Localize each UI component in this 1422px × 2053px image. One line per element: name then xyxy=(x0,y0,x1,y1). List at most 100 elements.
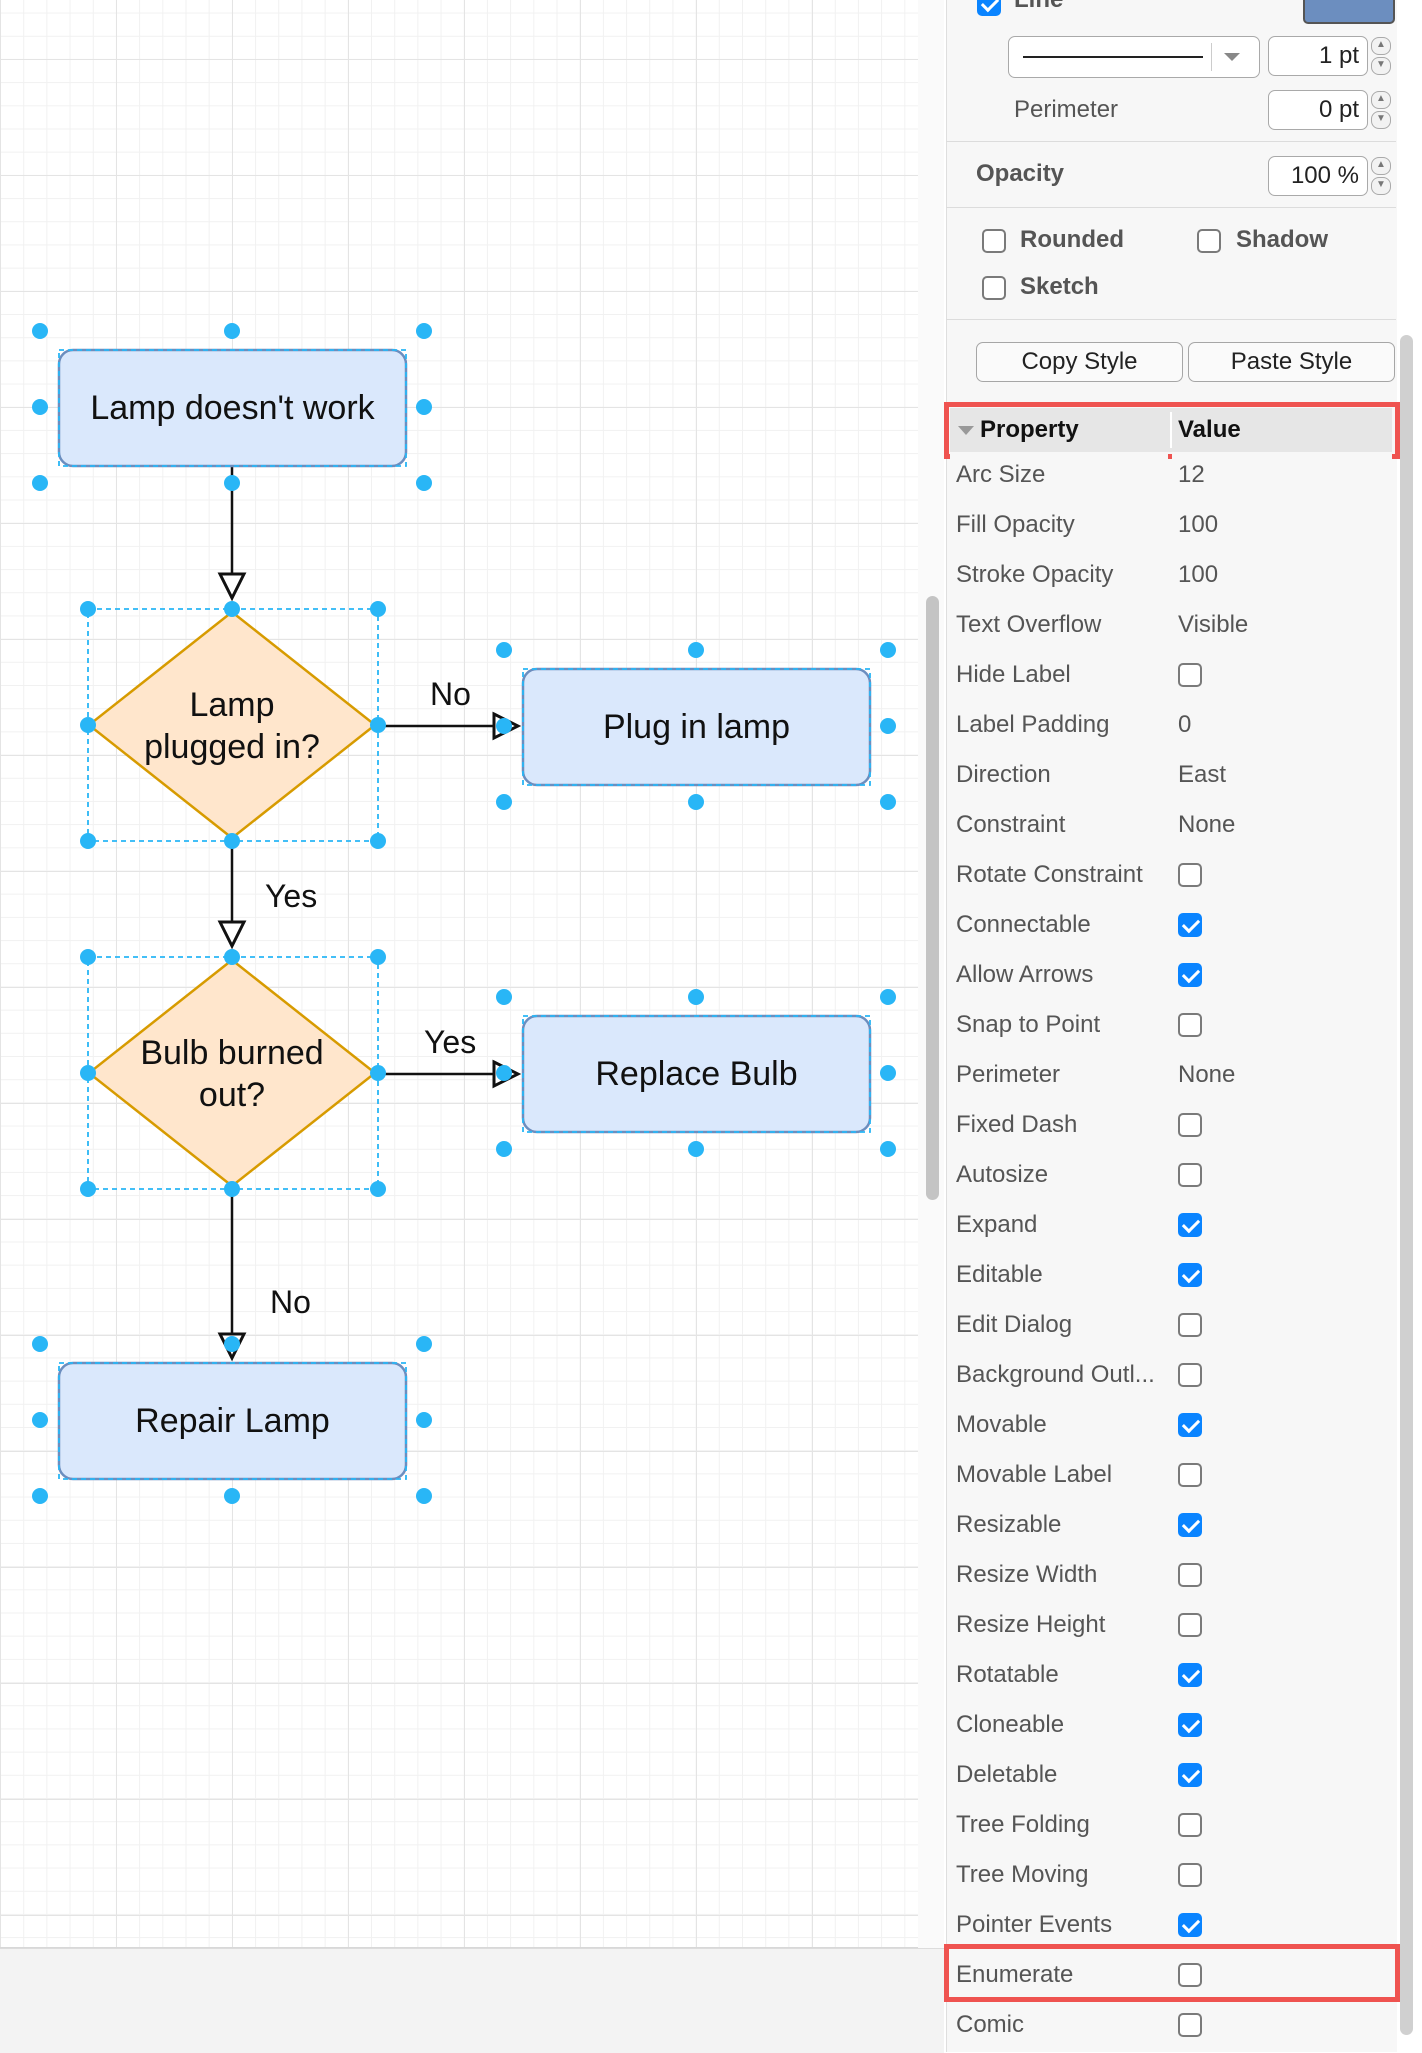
property-value-cell[interactable] xyxy=(1178,900,1202,950)
sketch-checkbox[interactable] xyxy=(982,276,1006,300)
property-value-cell[interactable] xyxy=(1178,1750,1202,1800)
property-row[interactable]: Resizable xyxy=(950,1500,1392,1550)
property-checkbox[interactable] xyxy=(1178,1313,1202,1337)
property-row[interactable]: Cloneable xyxy=(950,1700,1392,1750)
node-decision2-label[interactable]: Bulb burned out? xyxy=(140,1034,324,1114)
shadow-checkbox[interactable] xyxy=(1197,229,1221,253)
property-value[interactable]: 100 xyxy=(1178,511,1219,538)
property-checkbox[interactable] xyxy=(1178,1663,1202,1687)
line-color-swatch[interactable] xyxy=(1303,0,1395,24)
property-value-cell[interactable] xyxy=(1178,1800,1202,1850)
property-checkbox[interactable] xyxy=(1178,1913,1202,1937)
property-row[interactable]: Hide Label xyxy=(950,650,1392,700)
copy-style-button[interactable]: Copy Style xyxy=(976,342,1183,382)
line-width-input[interactable]: 1 pt xyxy=(1268,36,1368,76)
property-value-cell[interactable] xyxy=(1178,1950,1202,2000)
header-property[interactable]: Property xyxy=(980,416,1079,443)
collapse-triangle-icon[interactable] xyxy=(958,426,974,435)
panel-scrollbar[interactable] xyxy=(1400,335,1413,2035)
property-checkbox[interactable] xyxy=(1178,1363,1202,1387)
selection-handles[interactable] xyxy=(32,323,896,1504)
sketch-label[interactable]: Sketch xyxy=(1020,273,1099,300)
line-width-stepper[interactable]: ▲▼ xyxy=(1370,36,1392,76)
property-checkbox[interactable] xyxy=(1178,2013,1202,2037)
header-value[interactable]: Value xyxy=(1178,416,1241,443)
line-checkbox[interactable] xyxy=(977,0,1001,16)
property-row[interactable]: Resize Width xyxy=(950,1550,1392,1600)
property-value-cell[interactable] xyxy=(1178,1400,1202,1450)
property-checkbox[interactable] xyxy=(1178,1613,1202,1637)
property-value-cell[interactable] xyxy=(1178,850,1202,900)
property-row[interactable]: Comic xyxy=(950,2000,1392,2050)
edge-label-d1-no[interactable]: No xyxy=(430,676,471,712)
property-checkbox[interactable] xyxy=(1178,663,1202,687)
edge-label-d2-no[interactable]: No xyxy=(270,1284,311,1320)
property-checkbox[interactable] xyxy=(1178,1413,1202,1437)
property-row[interactable]: Tree Folding xyxy=(950,1800,1392,1850)
property-row[interactable]: Movable xyxy=(950,1400,1392,1450)
property-row[interactable]: Enumerate xyxy=(950,1950,1392,2000)
property-value-cell[interactable] xyxy=(1178,950,1202,1000)
property-checkbox[interactable] xyxy=(1178,1863,1202,1887)
property-row[interactable]: Pointer Events xyxy=(950,1900,1392,1950)
line-style-dropdown[interactable] xyxy=(1008,36,1260,78)
property-value-cell[interactable] xyxy=(1178,1350,1202,1400)
property-value-cell[interactable] xyxy=(1178,1250,1202,1300)
property-row[interactable]: Movable Label xyxy=(950,1450,1392,1500)
edge-label-d2-yes[interactable]: Yes xyxy=(424,1024,477,1060)
property-row[interactable]: Fixed Dash xyxy=(950,1100,1392,1150)
property-value[interactable]: East xyxy=(1178,761,1227,788)
property-checkbox[interactable] xyxy=(1178,963,1202,987)
property-row[interactable]: Expand xyxy=(950,1200,1392,1250)
node-plug-in-label[interactable]: Plug in lamp xyxy=(602,708,791,746)
property-row[interactable]: Connectable xyxy=(950,900,1392,950)
property-row[interactable]: Edit Dialog xyxy=(950,1300,1392,1350)
property-value-cell[interactable] xyxy=(1178,1500,1202,1550)
property-value-cell[interactable] xyxy=(1178,1650,1202,1700)
property-value-cell[interactable] xyxy=(1178,2000,1202,2050)
property-value[interactable]: None xyxy=(1178,1061,1236,1088)
property-checkbox[interactable] xyxy=(1178,1463,1202,1487)
canvas-scrollbar[interactable] xyxy=(926,596,939,1200)
shadow-label[interactable]: Shadow xyxy=(1236,226,1329,253)
node-replace-bulb-label[interactable]: Replace Bulb xyxy=(595,1055,798,1093)
diagram-canvas[interactable] xyxy=(0,0,918,1948)
property-value-cell[interactable] xyxy=(1178,1100,1202,1150)
node-decision1-label[interactable]: Lamp plugged in? xyxy=(144,686,320,766)
property-row[interactable]: Rotatable xyxy=(950,1650,1392,1700)
property-row[interactable]: Resize Height xyxy=(950,1600,1392,1650)
property-value[interactable]: 100 xyxy=(1178,561,1219,588)
property-value-cell[interactable] xyxy=(1178,1300,1202,1350)
opacity-input[interactable]: 100 % xyxy=(1268,156,1368,196)
property-checkbox[interactable] xyxy=(1178,1813,1202,1837)
property-checkbox[interactable] xyxy=(1178,1513,1202,1537)
property-value-cell[interactable] xyxy=(1178,1450,1202,1500)
property-checkbox[interactable] xyxy=(1178,1013,1202,1037)
property-checkbox[interactable] xyxy=(1178,1963,1202,1987)
property-value-cell[interactable] xyxy=(1178,1850,1202,1900)
property-checkbox[interactable] xyxy=(1178,1563,1202,1587)
property-checkbox[interactable] xyxy=(1178,1713,1202,1737)
node-repair-lamp-label[interactable]: Repair Lamp xyxy=(135,1402,330,1440)
property-value[interactable]: None xyxy=(1178,811,1236,838)
property-checkbox[interactable] xyxy=(1178,913,1202,937)
property-value-cell[interactable] xyxy=(1178,1550,1202,1600)
property-checkbox[interactable] xyxy=(1178,1763,1202,1787)
property-value[interactable]: Visible xyxy=(1178,611,1249,638)
property-value[interactable]: 12 xyxy=(1178,461,1205,488)
property-value-cell[interactable] xyxy=(1178,1900,1202,1950)
rounded-checkbox[interactable] xyxy=(982,229,1006,253)
property-row[interactable]: Autosize xyxy=(950,1150,1392,1200)
edge-label-d1-yes[interactable]: Yes xyxy=(265,878,318,914)
property-value-cell[interactable] xyxy=(1178,1600,1202,1650)
property-value[interactable]: 0 xyxy=(1178,711,1192,738)
node-start-label[interactable]: Lamp doesn't work xyxy=(90,389,375,427)
rounded-label[interactable]: Rounded xyxy=(1020,226,1124,253)
